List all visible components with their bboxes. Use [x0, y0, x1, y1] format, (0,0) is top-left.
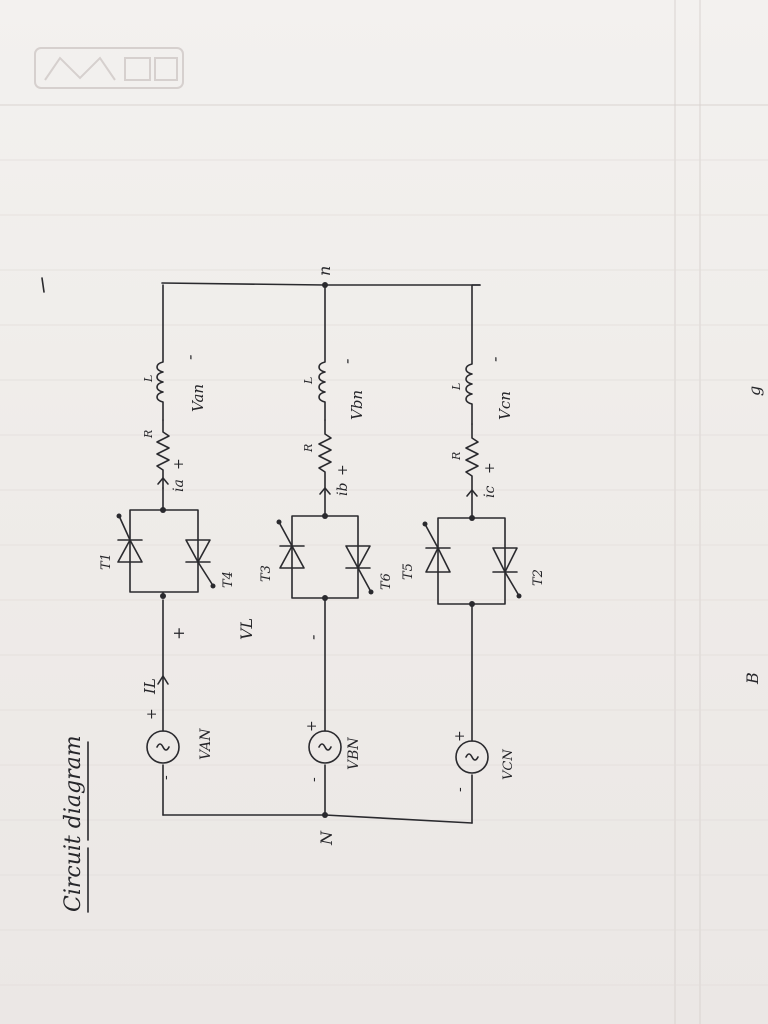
load-voltage-c: Vcn [496, 391, 514, 420]
watermark-logo [34, 47, 184, 89]
label-t3: T3 [259, 565, 274, 582]
source-c-label: VCN [501, 749, 516, 780]
load-neutral-bus [161, 282, 481, 286]
load-b-minus: - [337, 359, 356, 364]
resistor-c [465, 423, 479, 495]
phase-b-branch [276, 282, 374, 818]
line-current-label: IL [141, 678, 159, 695]
current-label-b: ib [335, 483, 351, 496]
current-label-c: ic [482, 486, 498, 498]
source-b-label: VBN [346, 737, 362, 770]
label-t5: T5 [401, 563, 416, 580]
source-c-plus: + [452, 730, 468, 742]
source-c-minus: - [452, 787, 468, 792]
source-neutral-bus [162, 814, 473, 824]
label-t1: T1 [99, 553, 114, 570]
load-c-plus: + [482, 462, 498, 474]
source-neutral-label: N [317, 830, 336, 846]
resistor-a [156, 419, 170, 489]
resistor-b-label: R [302, 444, 315, 453]
resistor-b [318, 419, 332, 493]
line-voltage-minus: - [303, 635, 322, 640]
load-voltage-a: Van [189, 384, 207, 412]
load-voltage-b: Vbn [348, 390, 366, 420]
pen-mark [41, 277, 45, 293]
inductor-b [318, 284, 326, 421]
source-b-minus: - [306, 777, 322, 782]
current-arrow-c [466, 489, 478, 497]
resistor-a-label: R [142, 430, 155, 439]
load-a-minus: - [180, 355, 199, 360]
diagram-title: Circuit diagram [61, 735, 89, 913]
source-a-minus: - [158, 775, 174, 780]
load-neutral-label: n [315, 266, 334, 276]
label-t2: T2 [531, 569, 546, 586]
margin-mark-2: B [743, 672, 762, 685]
current-arrow-b [319, 487, 331, 495]
inductor-c [465, 284, 481, 425]
current-arrow-a [157, 477, 169, 485]
line-voltage-plus: + [169, 627, 188, 640]
load-b-plus: + [335, 464, 351, 476]
current-label-a: ia [171, 479, 187, 492]
source-b-plus: + [304, 720, 320, 732]
source-a-label: VAN [198, 728, 214, 760]
svg-text:Circuit diagram: Circuit diagram [61, 735, 86, 912]
label-t6: T6 [379, 573, 394, 590]
load-a-plus: + [171, 458, 187, 470]
phase-c-branch [422, 284, 522, 824]
line-voltage-label: VL [237, 618, 256, 640]
label-t4: T4 [221, 571, 236, 588]
phase-a-branch [116, 284, 216, 816]
inductor-a-label: L [142, 375, 155, 383]
load-c-minus: - [485, 357, 504, 362]
source-a-plus: + [144, 708, 160, 720]
current-arrow-il [157, 675, 169, 685]
inductor-c-label: L [450, 383, 463, 391]
inductor-b-label: L [302, 377, 315, 385]
resistor-c-label: R [450, 452, 463, 461]
margin-mark-1: g [745, 386, 764, 396]
inductor-a [156, 284, 164, 421]
